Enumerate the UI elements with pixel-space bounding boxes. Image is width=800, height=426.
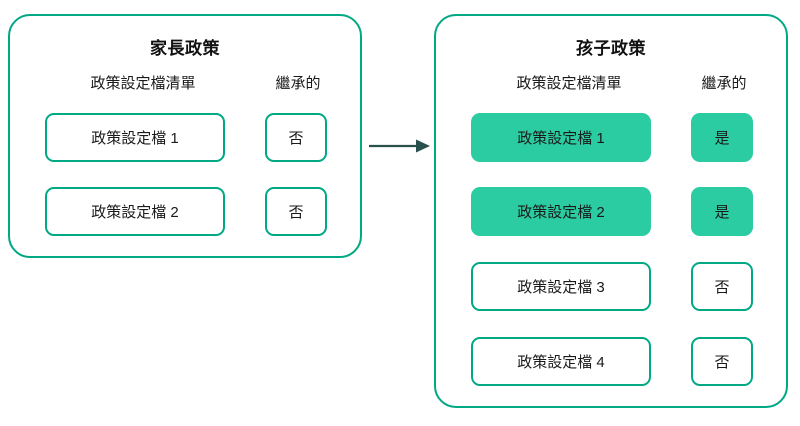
table-row: 政策設定檔 2 是 [436,187,786,236]
child-inherited-chip-2[interactable]: 是 [691,187,753,236]
child-column-header-profiles: 政策設定檔清單 [516,75,622,92]
child-profile-chip-4[interactable]: 政策設定檔 4 [471,337,651,386]
child-inherited-chip-3[interactable]: 否 [691,262,753,311]
parent-inherited-chip-1[interactable]: 否 [265,113,327,162]
parent-inherited-chip-2[interactable]: 否 [265,187,327,236]
child-policy-panel: 孩子政策 政策設定檔清單 繼承的 政策設定檔 1 是 政策設定檔 2 是 政策設… [434,14,788,408]
table-row: 政策設定檔 3 否 [436,262,786,311]
child-profile-chip-2[interactable]: 政策設定檔 2 [471,187,651,236]
child-column-header-inherited: 繼承的 [701,75,747,92]
parent-policy-panel: 家長政策 政策設定檔清單 繼承的 政策設定檔 1 否 政策設定檔 2 否 [8,14,362,258]
parent-profile-chip-1[interactable]: 政策設定檔 1 [45,113,225,162]
parent-column-header-inherited: 繼承的 [275,75,321,92]
inheritance-arrow [366,132,432,160]
right-arrow-icon [369,139,430,153]
parent-policy-title: 家長政策 [150,39,220,58]
table-row: 政策設定檔 1 否 [10,113,360,162]
child-policy-title: 孩子政策 [576,39,646,58]
parent-profile-chip-2[interactable]: 政策設定檔 2 [45,187,225,236]
parent-column-header-profiles: 政策設定檔清單 [90,75,196,92]
table-row: 政策設定檔 1 是 [436,113,786,162]
child-inherited-chip-1[interactable]: 是 [691,113,753,162]
child-profile-chip-1[interactable]: 政策設定檔 1 [471,113,651,162]
child-profile-chip-3[interactable]: 政策設定檔 3 [471,262,651,311]
table-row: 政策設定檔 4 否 [436,337,786,386]
table-row: 政策設定檔 2 否 [10,187,360,236]
child-inherited-chip-4[interactable]: 否 [691,337,753,386]
